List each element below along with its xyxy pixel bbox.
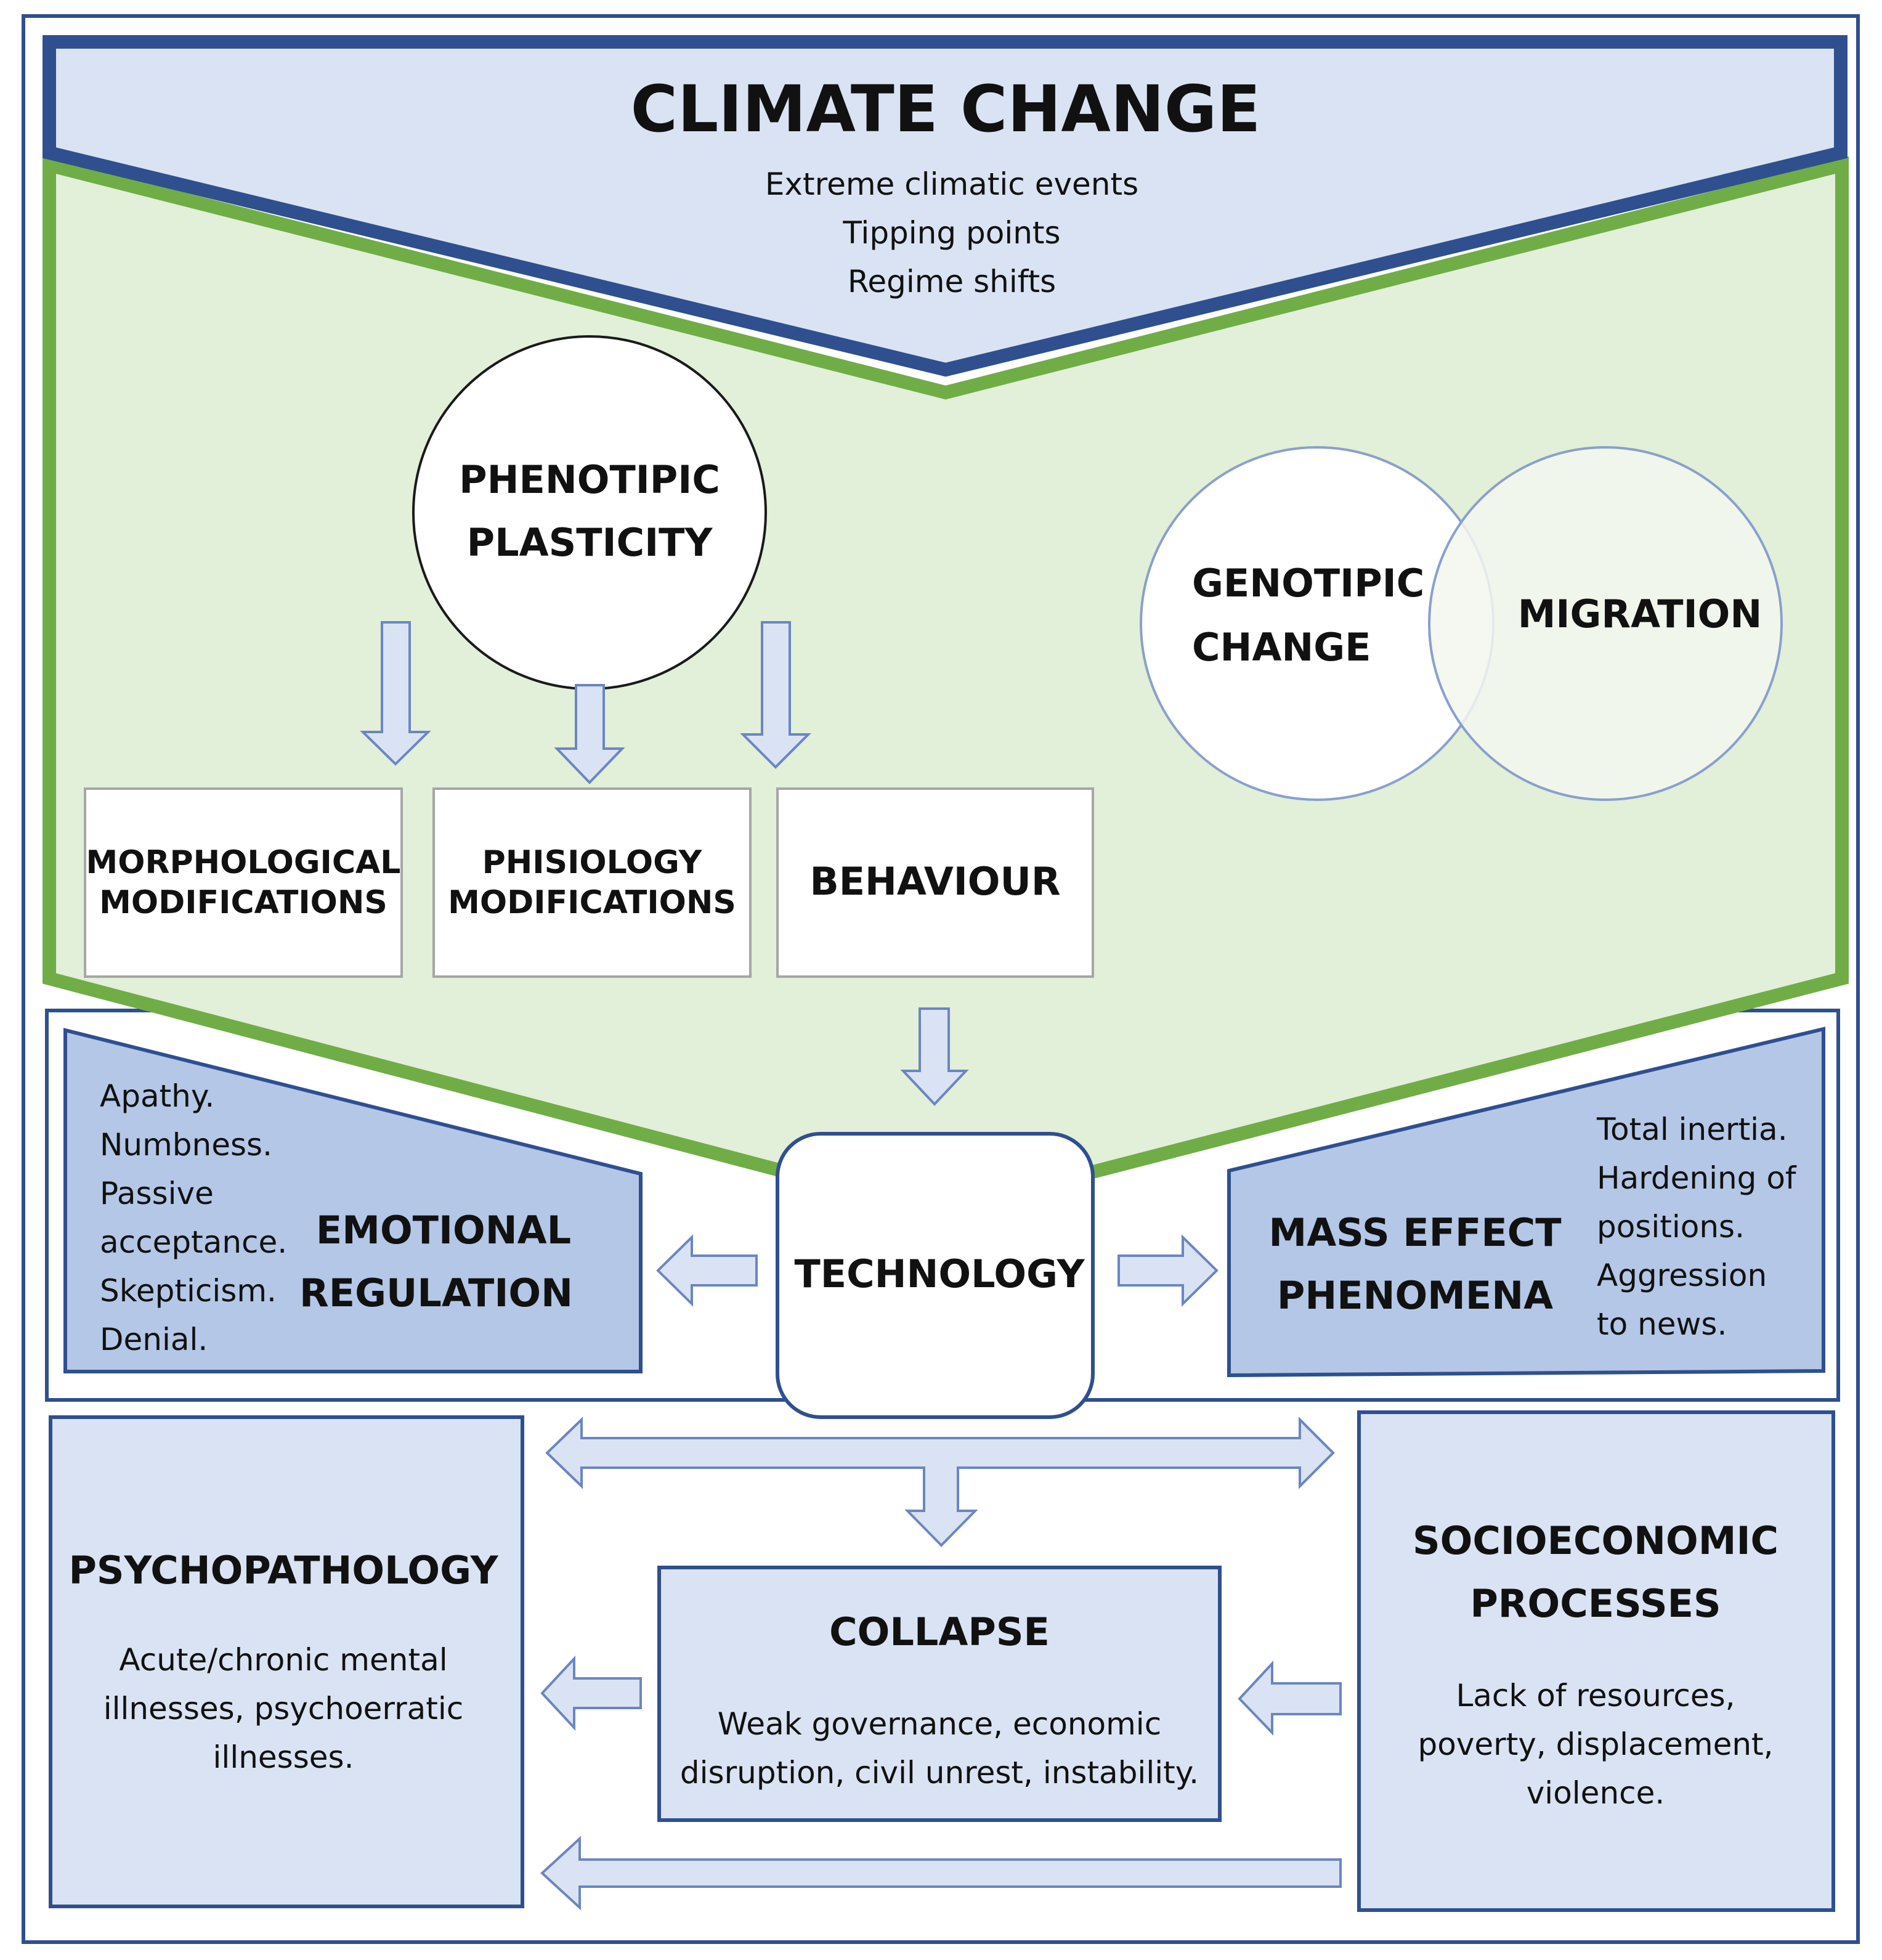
genotypic-change-line-1: GENOTIPIC	[1192, 561, 1424, 606]
physiology-line-2: MODIFICATIONS	[448, 884, 736, 921]
emotional-item-4: acceptance.	[100, 1224, 287, 1260]
emotional-item-6: Denial.	[100, 1322, 208, 1357]
phenotypic-plasticity-line-1: PHENOTIPIC	[459, 457, 720, 502]
emotional-item-5: Skepticism.	[100, 1273, 277, 1309]
behaviour-box	[776, 787, 1094, 978]
psychopathology-title: PSYCHOPATHOLOGY	[68, 1548, 498, 1593]
mass-effect-panel	[1227, 1027, 1825, 1378]
socioeconomic-line-1: SOCIOECONOMIC	[1413, 1518, 1779, 1563]
migration-circle	[1428, 446, 1783, 801]
emotional-item-2: Numbness.	[100, 1127, 272, 1163]
mass-effect-line-2: PHENOMENA	[1277, 1273, 1553, 1318]
mass-effect-item-5: to news.	[1597, 1306, 1727, 1342]
socioeconomic-line-2: PROCESSES	[1470, 1581, 1721, 1626]
emotional-regulation-line-2: REGULATION	[299, 1271, 573, 1315]
psychopathology-desc-2: illnesses, psychoerratic	[103, 1691, 464, 1726]
phenotypic-plasticity-line-2: PLASTICITY	[467, 520, 713, 565]
collapse-box	[657, 1566, 1222, 1822]
arrow-collapse-to-psychopathology	[540, 1655, 642, 1731]
mass-effect-item-3: positions.	[1597, 1209, 1745, 1245]
phenotypic-plasticity-circle	[412, 335, 767, 690]
climate-item-3: Regime shifts	[848, 264, 1056, 299]
arrow-to-morphological	[360, 621, 431, 766]
arrow-socioeconomic-to-collapse	[1238, 1660, 1342, 1736]
emotional-regulation-line-1: EMOTIONAL	[316, 1208, 571, 1253]
behaviour-label: BEHAVIOUR	[809, 859, 1060, 904]
mass-effect-item-4: Aggression	[1597, 1258, 1767, 1293]
physiology-line-1: PHISIOLOGY	[482, 844, 703, 881]
technology-label: TECHNOLOGY	[794, 1251, 1085, 1296]
technology-box	[776, 1132, 1095, 1419]
socioeconomic-box	[1357, 1410, 1835, 1912]
mass-effect-item-1: Total inertia.	[1596, 1112, 1788, 1147]
collapse-desc-2: disruption, civil unrest, instability.	[680, 1755, 1199, 1791]
psychopathology-desc-1: Acute/chronic mental	[119, 1642, 447, 1678]
climate-change-title: CLIMATE CHANGE	[631, 71, 1261, 147]
climate-item-2: Tipping points	[842, 215, 1060, 251]
socioeconomic-desc-3: violence.	[1527, 1775, 1665, 1811]
psychopathology-desc-3: illnesses.	[213, 1739, 354, 1775]
climate-change-banner	[43, 35, 1848, 377]
arrow-to-physiology	[554, 684, 625, 784]
psychopathology-box	[49, 1415, 524, 1908]
migration-label: MIGRATION	[1518, 592, 1762, 636]
emotional-item-3: Passive	[100, 1176, 214, 1211]
arrow-to-behaviour	[740, 621, 811, 769]
mass-effect-item-2: Hardening of	[1597, 1160, 1797, 1196]
arrow-psychopathology-socioeconomic-link	[545, 1417, 1335, 1547]
arrow-technology-to-mass-effect	[1117, 1234, 1219, 1307]
emotional-item-1: Apathy.	[100, 1078, 214, 1114]
morphological-line-1: MORPHOLOGICAL	[86, 844, 401, 881]
socioeconomic-desc-1: Lack of resources,	[1456, 1678, 1735, 1714]
morphological-line-2: MODIFICATIONS	[99, 884, 387, 921]
collapse-title: COLLAPSE	[829, 1609, 1050, 1654]
arrow-socioeconomic-to-psychopathology	[540, 1836, 1342, 1911]
physiology-box	[432, 787, 752, 978]
morphological-box	[84, 787, 403, 978]
emotional-regulation-panel	[63, 1028, 643, 1373]
arrow-behaviour-to-technology	[900, 1007, 969, 1106]
climate-item-1: Extreme climatic events	[765, 166, 1138, 202]
genotypic-change-line-2: CHANGE	[1192, 625, 1371, 670]
socioeconomic-desc-2: poverty, displacement,	[1418, 1726, 1773, 1762]
mass-effect-line-1: MASS EFFECT	[1269, 1210, 1562, 1255]
collapse-desc-1: Weak governance, economic	[718, 1706, 1161, 1742]
arrow-technology-to-emotional	[656, 1234, 758, 1307]
